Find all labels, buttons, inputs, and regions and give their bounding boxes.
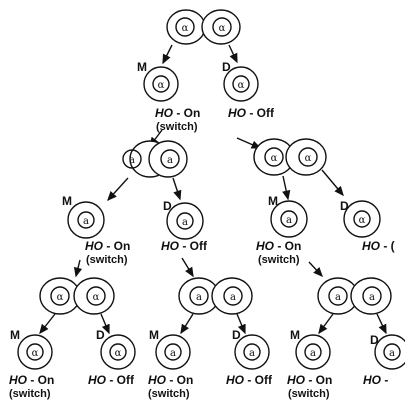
svg-text:a: a xyxy=(389,348,395,359)
switch-label: (switch) xyxy=(9,388,51,400)
doublet-a: a a xyxy=(122,140,188,178)
arrow xyxy=(180,313,194,335)
daughter-label: D xyxy=(222,60,231,74)
svg-text:a: a xyxy=(310,348,316,359)
mother-label: M xyxy=(268,194,278,208)
arrow xyxy=(321,169,344,197)
switch-label: (switch) xyxy=(156,121,198,133)
ho-off-label: HO - Off xyxy=(226,373,273,387)
arrow xyxy=(228,44,238,64)
mother-label: M xyxy=(290,328,300,342)
daughter-label: D xyxy=(340,199,349,213)
switch-label: (switch) xyxy=(288,388,330,400)
svg-text:a: a xyxy=(369,292,375,303)
mother-label: M xyxy=(137,60,147,74)
ho-off-label: HO - Off xyxy=(88,373,135,387)
doublet-alpha: α α xyxy=(253,138,327,176)
svg-text:α: α xyxy=(57,292,64,303)
switch-label: (switch) xyxy=(258,254,300,266)
ho-cut-label: HO - ( xyxy=(362,239,395,253)
doublet-a: a a xyxy=(317,277,392,315)
arrow xyxy=(181,257,194,278)
ho-on-label: HO - On xyxy=(148,373,193,387)
svg-text:α: α xyxy=(359,215,366,226)
svg-text:a: a xyxy=(249,348,255,359)
svg-text:α: α xyxy=(305,153,312,164)
mother-cell: α xyxy=(17,334,53,370)
arrow xyxy=(282,175,291,201)
ho-on-label: HO - On xyxy=(155,106,200,120)
doublet-a: a a xyxy=(178,277,253,315)
daughter-label: D xyxy=(96,328,105,342)
arrow xyxy=(308,261,323,278)
svg-text:a: a xyxy=(129,155,135,166)
daughter-cell: a xyxy=(234,334,270,370)
doublet-alpha: α α xyxy=(39,277,115,315)
svg-text:α: α xyxy=(32,348,39,359)
ho-on-label: HO - On xyxy=(287,373,332,387)
switch-label: (switch) xyxy=(86,254,128,266)
svg-text:a: a xyxy=(196,292,202,303)
svg-text:a: a xyxy=(286,215,292,226)
mother-cell: a xyxy=(155,334,191,370)
arrow xyxy=(236,313,246,335)
daughter-label: D xyxy=(163,199,172,213)
arrow xyxy=(107,177,129,202)
daughter-label: D xyxy=(370,333,379,347)
mother-cell: a xyxy=(295,334,331,370)
arrow xyxy=(162,44,173,65)
ho-on-label: HO - On xyxy=(9,373,54,387)
svg-text:α: α xyxy=(238,80,245,91)
ho-off-label: HO - Off xyxy=(161,239,208,253)
svg-text:a: a xyxy=(182,217,188,228)
svg-text:α: α xyxy=(93,292,100,303)
daughter-cell: α xyxy=(100,334,136,370)
ho-cut-label: HO - xyxy=(363,373,388,387)
svg-text:α: α xyxy=(158,80,165,91)
svg-text:α: α xyxy=(115,348,122,359)
svg-text:α: α xyxy=(271,153,278,164)
switch-label: (switch) xyxy=(148,388,190,400)
arrow xyxy=(100,313,110,335)
arrow xyxy=(73,259,83,278)
svg-text:a: a xyxy=(335,292,341,303)
svg-text:a: a xyxy=(170,348,176,359)
nucleus-alpha: α xyxy=(182,23,189,34)
ho-off-label: HO - Off xyxy=(228,106,275,120)
daughter-cell: α xyxy=(343,200,381,238)
svg-text:a: a xyxy=(230,292,236,303)
arrow xyxy=(318,313,334,335)
arrow xyxy=(376,313,387,335)
ho-on-label: HO - On xyxy=(85,239,130,253)
daughter-cell: a xyxy=(166,202,204,240)
arrow xyxy=(172,177,182,201)
svg-text:a: a xyxy=(167,155,173,166)
ho-on-label: HO - On xyxy=(256,239,301,253)
mother-cell: a xyxy=(67,201,105,239)
mother-label: M xyxy=(10,328,20,342)
daughter-cell: α xyxy=(223,66,259,102)
mother-cell: a xyxy=(270,200,308,238)
doublet-top: α α xyxy=(166,9,241,45)
daughter-label: D xyxy=(232,328,241,342)
mother-label: M xyxy=(62,194,72,208)
svg-text:a: a xyxy=(83,216,89,227)
daughter-cell: a xyxy=(374,334,405,370)
nucleus-alpha: α xyxy=(219,23,226,34)
arrow xyxy=(39,313,56,335)
arrow xyxy=(236,137,262,149)
mother-cell: α xyxy=(143,66,179,102)
mother-label: M xyxy=(149,328,159,342)
